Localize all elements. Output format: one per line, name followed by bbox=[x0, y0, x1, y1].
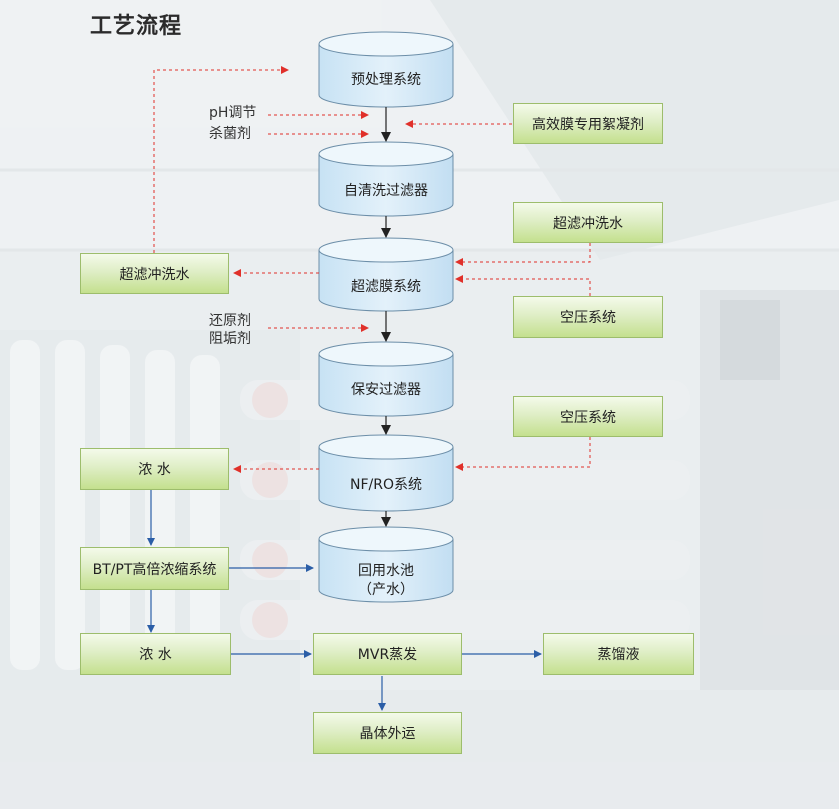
nfro-label: NF/RO系统 bbox=[350, 477, 422, 493]
page-title: 工艺流程 bbox=[90, 14, 183, 39]
reducing-agent-label: 还原剂 bbox=[209, 313, 251, 329]
cylinder-reuse-pool bbox=[318, 526, 454, 603]
cylinder-selfclean bbox=[318, 141, 454, 217]
crystal-shipment-box: 晶体外运 bbox=[313, 712, 462, 754]
antiscalant-label: 阻垢剂 bbox=[209, 331, 251, 347]
reuse-pool-sublabel: （产水） bbox=[358, 582, 414, 598]
btpt-concentration-box: BT/PT高倍浓缩系统 bbox=[80, 547, 229, 590]
security-filter-label: 保安过滤器 bbox=[351, 382, 421, 398]
concentrate-box-1: 浓 水 bbox=[80, 448, 229, 490]
mvr-evaporation-box: MVR蒸发 bbox=[313, 633, 462, 675]
air-compressor-box-1: 空压系统 bbox=[513, 296, 663, 338]
uf-flush-water-box-left: 超滤冲洗水 bbox=[80, 253, 229, 294]
cylinder-nfro bbox=[318, 434, 454, 512]
uf-membrane-label: 超滤膜系统 bbox=[351, 279, 421, 295]
dosing-lines bbox=[153, 66, 591, 473]
selfclean-filter-label: 自清洗过滤器 bbox=[344, 183, 428, 199]
pretreat-label: 预处理系统 bbox=[351, 72, 421, 88]
cylinder-security bbox=[318, 341, 454, 417]
reuse-pool-label: 回用水池 bbox=[358, 563, 414, 579]
cylinder-pretreat bbox=[318, 31, 454, 108]
ph-adjust-label: pH调节 bbox=[209, 105, 257, 121]
cylinder-uf bbox=[318, 237, 454, 312]
flocculant-box: 高效膜专用絮凝剂 bbox=[513, 103, 663, 144]
distillate-box: 蒸馏液 bbox=[543, 633, 694, 675]
bactericide-label: 杀菌剂 bbox=[209, 126, 251, 142]
uf-flush-water-box-right: 超滤冲洗水 bbox=[513, 202, 663, 243]
concentrate-flow-arrows bbox=[147, 490, 542, 711]
air-compressor-box-2: 空压系统 bbox=[513, 396, 663, 437]
concentrate-box-2: 浓 水 bbox=[80, 633, 231, 675]
